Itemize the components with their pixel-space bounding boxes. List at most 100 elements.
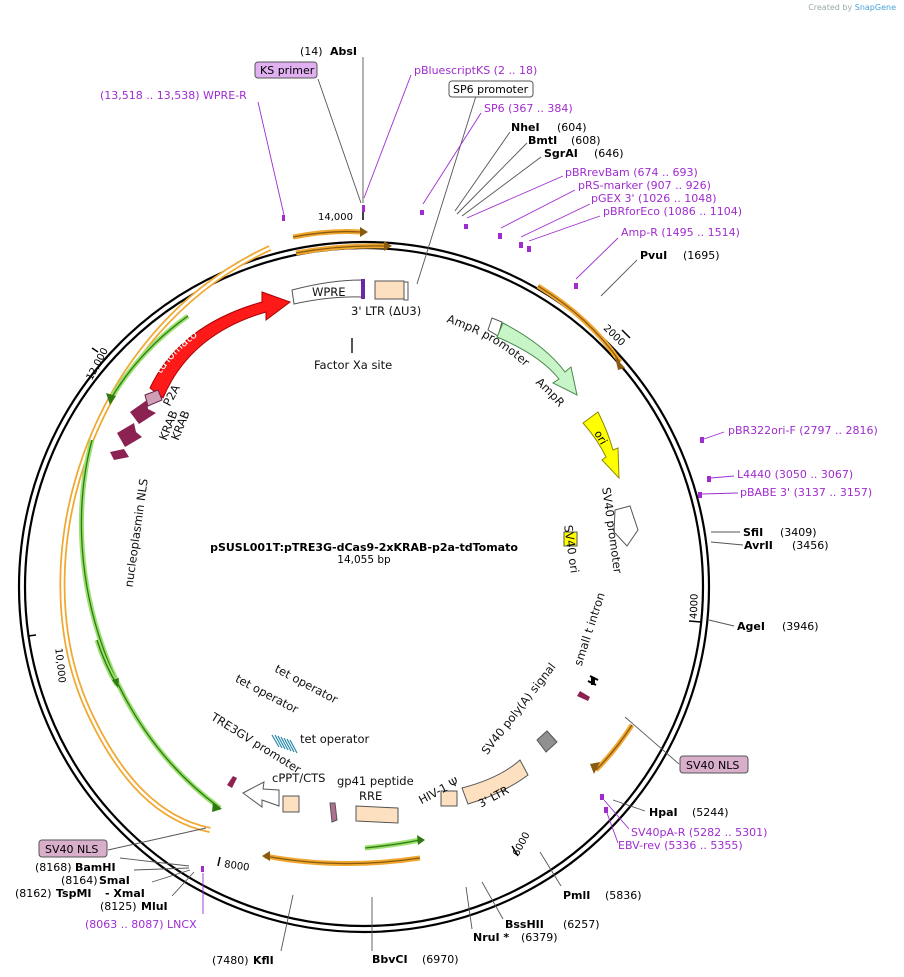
ruler-tick-6000 (511, 845, 519, 857)
pbrrevbam-label[interactable]: pBRrevBam (674 .. 693) (565, 166, 698, 179)
sv40-polya-feature[interactable] (536, 730, 558, 753)
primer-marker-wprer (282, 215, 285, 221)
primer-marker-pbluescript (362, 205, 365, 212)
nhei-name[interactable]: NheI (511, 121, 540, 134)
wprer-label[interactable]: (13,518 .. 13,538) WPRE-R (100, 89, 247, 102)
orf-arc-2-core (295, 245, 386, 254)
sv40-promoter-feature[interactable] (613, 505, 639, 547)
nucleoplasmin-nls-feature[interactable] (110, 449, 129, 460)
tspmi-name[interactable]: TspMI (56, 887, 92, 900)
sp6-promoter-box[interactable] (448, 80, 534, 98)
small-t-core (591, 677, 595, 685)
sv40-nls-right-box[interactable] (679, 755, 749, 774)
sv40-nls-right-feature[interactable] (577, 691, 590, 701)
absi-name[interactable]: AbsI (330, 45, 357, 58)
bamhi-pos: (8168) (35, 861, 72, 874)
sv40-nls-right-label: SV40 NLS (686, 759, 739, 772)
leader-bmti (456, 142, 528, 215)
bbvci-pos: (6970) (422, 953, 459, 966)
sv40par-label[interactable]: SV40pA-R (5282 .. 5301) (631, 826, 767, 839)
sp6-label[interactable]: SP6 (367 .. 384) (484, 102, 573, 115)
tdtomato-feature[interactable] (149, 291, 292, 399)
orf-arc-1-core (292, 230, 361, 238)
ruler-tick-2000 (621, 329, 631, 339)
krab-feature-1[interactable] (130, 400, 156, 424)
snapgene-credit: Created by SnapGene (808, 3, 896, 12)
hiv1-psi-feature[interactable] (440, 790, 458, 807)
small-t-intron-feature[interactable] (587, 675, 599, 686)
nhei-pos: (604) (557, 121, 587, 134)
xmai-name[interactable]: - XmaI (105, 887, 145, 900)
bsshii-pos: (6257) (563, 918, 600, 931)
pvui-name[interactable]: PvuI (640, 249, 667, 262)
primer-leader-lines (202, 74, 739, 914)
smai-name[interactable]: SmaI (99, 874, 130, 887)
leader-mlui (171, 871, 195, 897)
ebvrev-label[interactable]: EBV-rev (5336 .. 5355) (618, 839, 743, 852)
prsmarker-label[interactable]: pRS-marker (907 .. 926) (578, 179, 711, 192)
factor-xa-label: Factor Xa site (314, 358, 392, 372)
credit-prefix: Created by (808, 3, 853, 12)
pvui-pos: (1695) (683, 249, 720, 262)
sv40-nls-left-feature[interactable] (227, 776, 237, 788)
arrowhead-green-2 (212, 802, 222, 812)
sgrai-name[interactable]: SgrAI (544, 147, 578, 160)
tet-op-bar-3 (277, 735, 286, 750)
tet-op-bar-4 (280, 736, 289, 751)
bamhi-name[interactable]: BamHI (75, 861, 116, 874)
ks-primer-box[interactable] (254, 61, 318, 79)
ltr3-feature[interactable] (461, 759, 529, 805)
arrowhead-green-1 (106, 393, 116, 405)
arrowhead-green-3 (112, 678, 119, 688)
bmti-name[interactable]: BmtI (528, 134, 557, 147)
agei-name[interactable]: AgeI (737, 620, 765, 633)
leader-hpai (612, 799, 646, 812)
pmli-name[interactable]: PmlI (563, 889, 590, 902)
tet-op-bar-1 (271, 734, 280, 748)
tetop3-label: tet operator (300, 732, 369, 746)
arrowhead-orf-2 (384, 241, 392, 251)
pbabe3-label[interactable]: pBABE 3' (3137 .. 3157) (740, 486, 872, 499)
kfli-name[interactable]: KflI (253, 954, 274, 967)
tet-op-bar-6 (286, 738, 295, 753)
leader-kfli (280, 894, 294, 952)
mlui-name[interactable]: MluI (141, 900, 168, 913)
p2a-feature[interactable] (144, 389, 163, 407)
l4440-label[interactable]: L4440 (3050 .. 3067) (737, 468, 853, 481)
tre3gv-promoter-feature[interactable] (242, 781, 280, 808)
ruler-ticks (27, 208, 702, 867)
pbr322ori-label[interactable]: pBR322ori-F (2797 .. 2816) (728, 424, 878, 437)
ampr-feature[interactable] (496, 322, 578, 396)
ltr-du3-feature[interactable] (374, 280, 405, 300)
sfii-name[interactable]: SfiI (743, 526, 763, 539)
bbvci-name[interactable]: BbvCI (372, 953, 408, 966)
orf-arcs (59, 229, 635, 867)
leader-bamhi (119, 857, 190, 867)
leader-sv40nls-l (107, 827, 207, 851)
rre-feature[interactable] (355, 805, 399, 824)
sgrai-pos: (646) (594, 147, 624, 160)
sv40-ori-feature[interactable] (563, 531, 578, 547)
avrii-name[interactable]: AvrII (744, 539, 773, 552)
hpai-name[interactable]: HpaI (649, 806, 678, 819)
tet-op-bar-7 (289, 739, 298, 754)
green-arc-2 (78, 439, 222, 811)
gp41-feature[interactable] (329, 802, 338, 823)
tet-operator-array[interactable] (271, 734, 298, 754)
lncx-label[interactable]: (8063 .. 8087) LNCX (85, 918, 197, 931)
sv40-nls-left-box[interactable] (38, 839, 108, 858)
arrowhead-orf-3 (615, 357, 625, 370)
ori-feature[interactable] (582, 411, 620, 480)
bsshii-name[interactable]: BssHII (505, 918, 544, 931)
ltr3du3-label: 3' LTR (ΔU3) (351, 304, 421, 318)
pbluescriptks-label[interactable]: pBluescriptKS (2 .. 18) (414, 64, 537, 77)
krab-feature-2[interactable] (117, 423, 142, 447)
ampr-primer-label[interactable]: Amp-R (1495 .. 1514) (621, 226, 740, 239)
nrui-name[interactable]: NruI * (473, 931, 509, 944)
green-arc-2-core (80, 439, 221, 809)
pgex3-label[interactable]: pGEX 3' (1026 .. 1048) (591, 192, 717, 205)
cppt-feature[interactable] (282, 795, 300, 813)
leader-prsmarker (500, 189, 576, 229)
pbrforeco-label[interactable]: pBRforEco (1086 .. 1104) (603, 205, 742, 218)
leader-pbr322 (703, 431, 725, 440)
